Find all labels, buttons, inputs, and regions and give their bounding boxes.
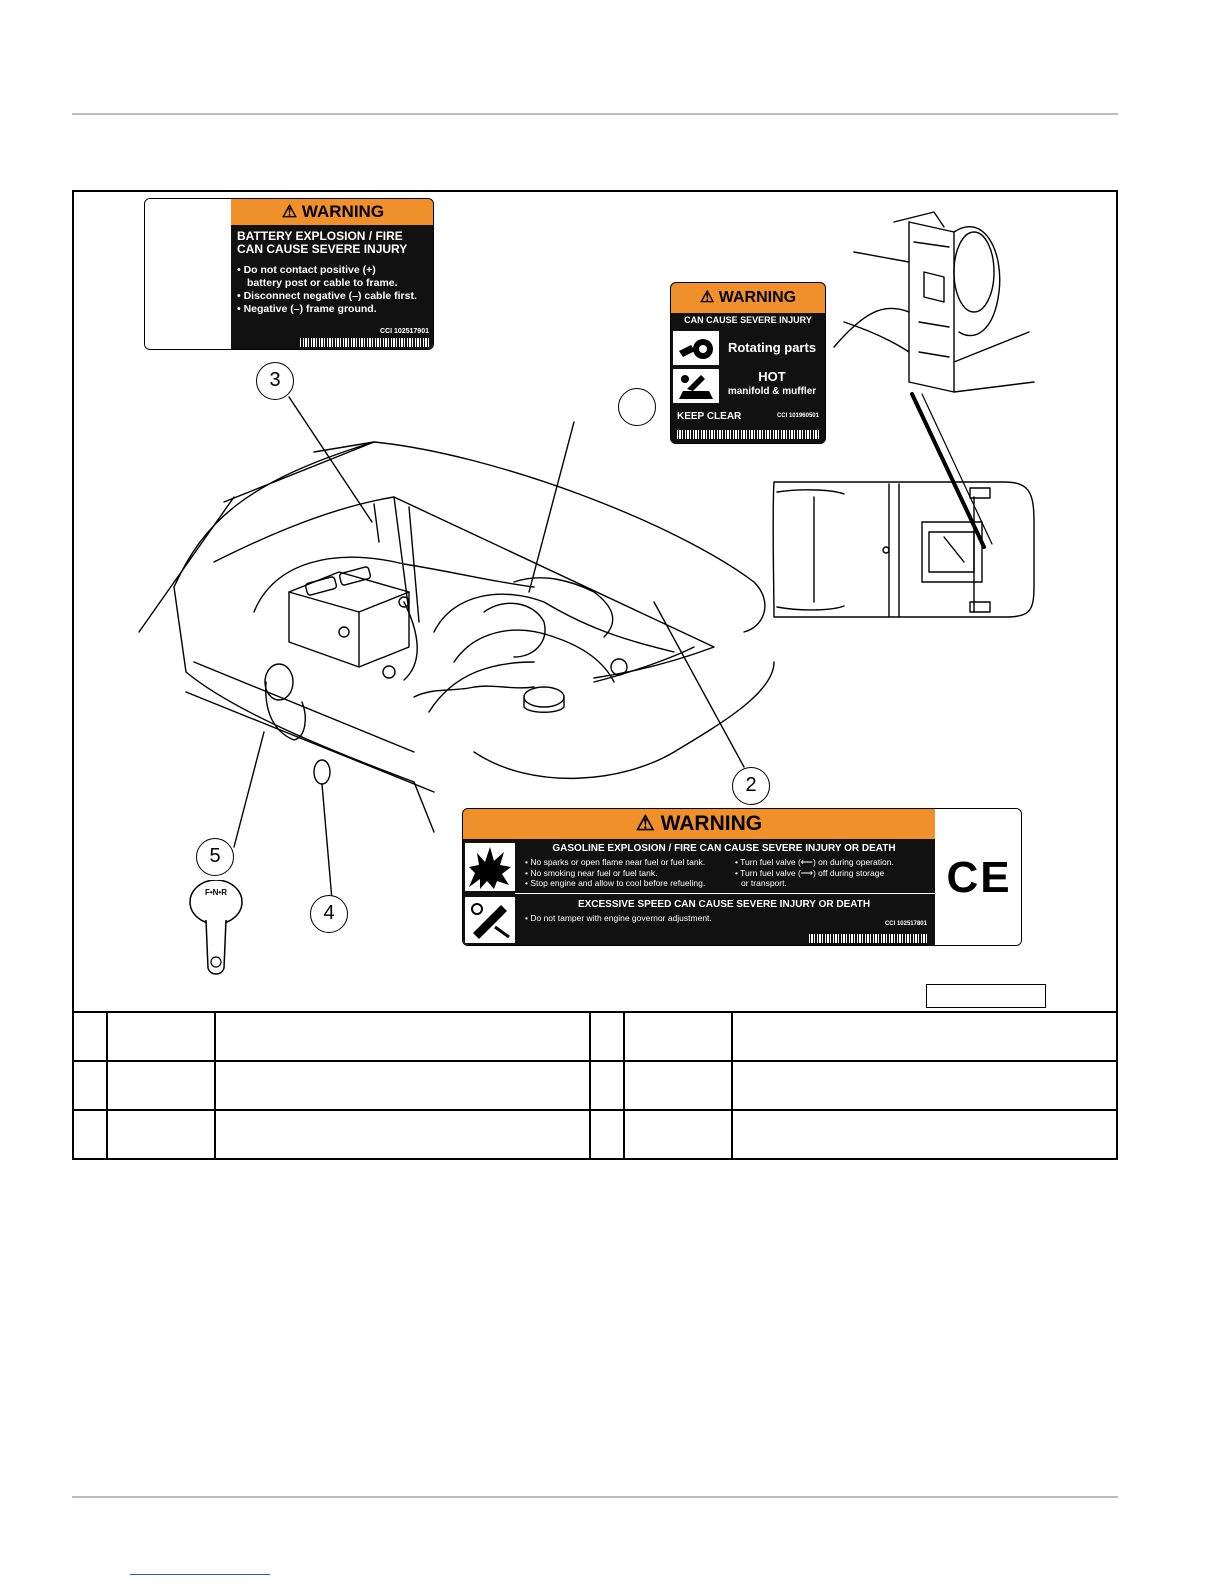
table-row bbox=[72, 1060, 1118, 1111]
safety-labels-figure: ⚠ WARNING BATTERY EXPLOSION / FIRE CAN C… bbox=[72, 190, 1118, 1013]
keep-clear-text: KEEP CLEAR bbox=[677, 411, 742, 422]
warning-triangle-icon: ⚠ bbox=[635, 812, 661, 835]
gasoline-label-title: GASOLINE EXPLOSION / FIRE CAN CAUSE SEVE… bbox=[552, 843, 896, 854]
label-divider bbox=[515, 893, 935, 894]
explosion-icon bbox=[465, 843, 515, 891]
rotating-parts-icon bbox=[673, 331, 719, 365]
table-row bbox=[72, 1011, 1118, 1062]
warning-triangle-icon: ⚠ bbox=[281, 202, 302, 221]
footer-rule bbox=[72, 1496, 1118, 1498]
callout-3: 3 bbox=[256, 362, 294, 400]
battery-label-code: CCI 102517901 bbox=[379, 328, 429, 335]
battery-warning-label: ⚠ WARNING BATTERY EXPLOSION / FIRE CAN C… bbox=[144, 198, 434, 350]
legend-table bbox=[72, 1011, 1118, 1160]
table-row bbox=[72, 1109, 1118, 1160]
rotating-label-subtitle: CAN CAUSE SEVERE INJURY bbox=[684, 315, 812, 325]
gasoline-right-items: • Turn fuel valve (⟵) on during operatio… bbox=[735, 857, 894, 888]
hot-surface-icon bbox=[673, 369, 719, 403]
barcode bbox=[677, 430, 821, 439]
explosion-icon-area bbox=[145, 199, 231, 349]
fnr-shifter: F•N•R bbox=[186, 880, 246, 980]
warning-triangle-icon: ⚠ bbox=[699, 289, 719, 306]
figure-id-box bbox=[926, 984, 1046, 1008]
fnr-text: F•N•R bbox=[204, 888, 228, 897]
callout-2: 2 bbox=[732, 767, 770, 805]
rotating-parts-warning-label: ⚠ WARNING CAN CAUSE SEVERE INJURY Rotati… bbox=[670, 282, 826, 444]
hot-manifold-row: HOT manifold & muffler bbox=[673, 369, 823, 403]
rotating-label-code: CCI 101960501 bbox=[776, 413, 819, 419]
gasoline-warning-label: ⚠ WARNING GASOLINE EXPLOSION / FIRE CAN … bbox=[462, 808, 1022, 946]
vehicle-illustration bbox=[138, 211, 1035, 901]
speed-warning-title: EXCESSIVE SPEED CAN CAUSE SEVERE INJURY … bbox=[577, 899, 871, 910]
battery-label-title: BATTERY EXPLOSION / FIRE CAN CAUSE SEVER… bbox=[237, 229, 408, 256]
battery-label-items: • Do not contact positive (+) battery po… bbox=[237, 264, 417, 315]
speed-warning-item: • Do not tamper with engine governor adj… bbox=[525, 913, 712, 923]
footer-link[interactable] bbox=[130, 1574, 270, 1575]
callout-4: 4 bbox=[310, 895, 348, 933]
barcode bbox=[299, 338, 429, 347]
header-rule bbox=[72, 113, 1118, 115]
warning-heading: WARNING bbox=[301, 202, 385, 221]
gasoline-label-code: CCI 102517801 bbox=[884, 921, 927, 927]
callout-blank bbox=[618, 388, 656, 426]
rotating-parts-row: Rotating parts bbox=[673, 331, 823, 365]
barcode bbox=[809, 934, 929, 943]
callout-5: 5 bbox=[196, 838, 234, 876]
battery-label-body: ⚠ WARNING BATTERY EXPLOSION / FIRE CAN C… bbox=[231, 199, 433, 349]
ce-mark: CE bbox=[935, 809, 1021, 945]
speed-governor-icon bbox=[465, 897, 515, 943]
gasoline-left-items: • No sparks or open flame near fuel or f… bbox=[525, 857, 706, 888]
warning-heading: WARNING bbox=[718, 289, 797, 306]
warning-heading: WARNING bbox=[660, 812, 763, 835]
